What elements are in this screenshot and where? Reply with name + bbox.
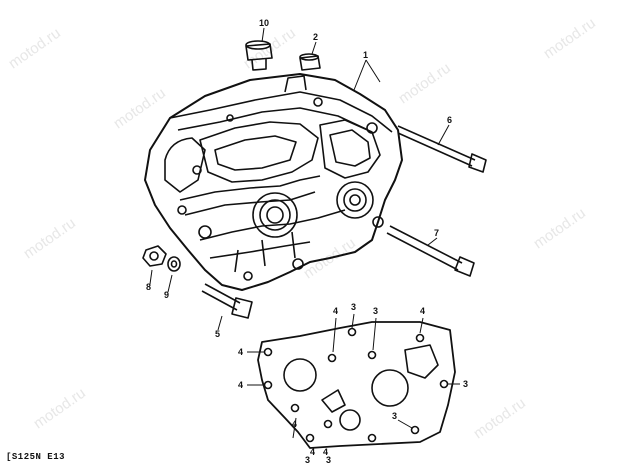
nut <box>142 245 167 267</box>
callout-3: 3 <box>326 455 331 465</box>
callout-4: 4 <box>323 447 328 457</box>
callout-4: 4 <box>333 306 338 316</box>
callout-1: 1 <box>363 50 368 60</box>
callout-4: 4 <box>310 447 315 457</box>
callout-3: 3 <box>351 302 356 312</box>
bolt-5 <box>201 283 253 319</box>
callout-7: 7 <box>434 228 439 238</box>
bolt-7 <box>386 225 475 277</box>
callout-4: 4 <box>420 306 425 316</box>
callout-10: 10 <box>259 18 269 28</box>
callout-3: 3 <box>373 306 378 316</box>
bolt-6 <box>397 125 487 173</box>
callout-3: 3 <box>463 379 468 389</box>
callout-4: 4 <box>292 419 297 429</box>
gasket <box>257 321 456 449</box>
callout-8: 8 <box>146 282 151 292</box>
leader-lines <box>149 27 460 439</box>
callout-6: 6 <box>447 115 452 125</box>
callout-4: 4 <box>238 347 243 357</box>
crankcase-assembly <box>144 53 403 291</box>
callout-3: 3 <box>305 455 310 465</box>
callout-3: 3 <box>392 411 397 421</box>
callout-4: 4 <box>238 380 243 390</box>
callout-9: 9 <box>164 290 169 300</box>
washer <box>167 256 181 272</box>
callout-2: 2 <box>313 32 318 42</box>
callout-5: 5 <box>215 329 220 339</box>
oil-filler-cap <box>245 40 273 71</box>
diagram-code: [S125N E13 <box>6 452 66 462</box>
